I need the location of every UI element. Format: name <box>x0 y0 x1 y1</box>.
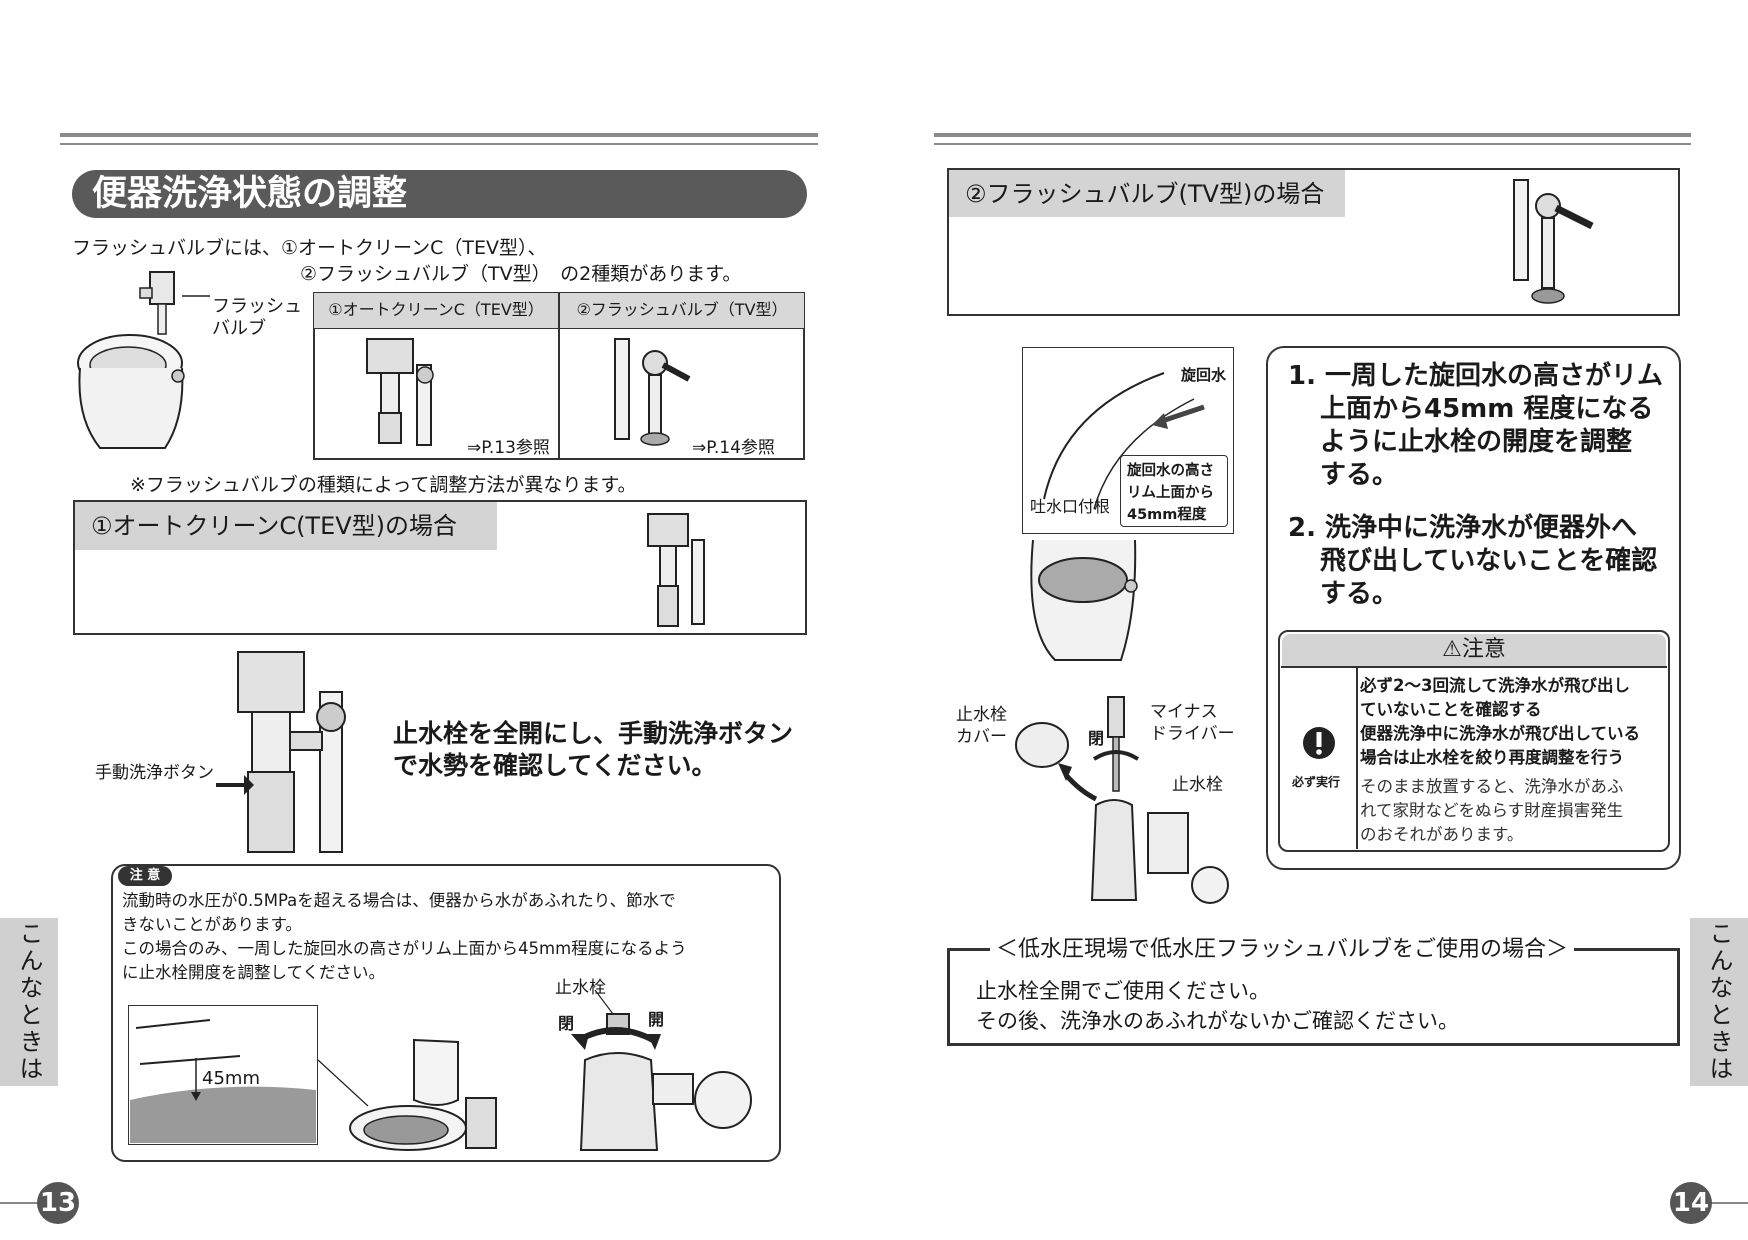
swirl-label: 旋回水 <box>1181 366 1227 384</box>
tev-valve-icon <box>366 338 434 446</box>
step-2-line-2: 飛び出していないことを確認 <box>1320 546 1658 576</box>
swirl-detail-illustration <box>1043 372 1205 510</box>
warning-plain-2: れて家財などをぬらす財産損害発生 <box>1360 801 1624 820</box>
caution-badge: 注 意 <box>118 866 172 886</box>
right-valve-label: 止水栓 <box>1172 775 1223 795</box>
tev-thumb-icon <box>647 513 705 627</box>
page-number-13: 13 <box>37 1182 79 1224</box>
must-do-icon <box>1303 727 1335 759</box>
rim-detail-box <box>128 1005 318 1145</box>
tv-section-box <box>947 168 1680 316</box>
warning-plain-3: のおそれがあります。 <box>1360 825 1524 844</box>
swirl-detail-box <box>1022 347 1234 534</box>
callout-line-3: 45mm程度 <box>1127 507 1207 523</box>
screwdriver-label-2: ドライバー <box>1150 724 1235 744</box>
flush-valve-label-2: バルブ <box>212 318 266 339</box>
valve-label: 止水栓 <box>555 978 606 998</box>
toilet-bowl-illustration <box>317 1038 497 1151</box>
table-header-tv: ②フラッシュバルブ（TV型） <box>560 293 804 329</box>
callout-line-2: リム上面から <box>1127 485 1214 501</box>
step-1-line-1: 1. 一周した旋回水の高さがリム <box>1288 361 1664 391</box>
instruction-line-1: 止水栓を全開にし、手動洗浄ボタン <box>393 719 794 748</box>
toilet-side-illustration <box>1030 539 1138 661</box>
rim-detail-illustration <box>130 1019 316 1143</box>
page-title: 便器洗浄状態の調整 <box>72 170 807 218</box>
must-do-label: 必ず実行 <box>1292 775 1341 789</box>
top-rule <box>60 133 818 137</box>
table-header-tev: ①オートクリーンC（TEV型） <box>314 293 558 329</box>
tev-section-box <box>73 500 807 635</box>
low-pressure-line-1: 止水栓全開でご使用ください。 <box>976 979 1270 1003</box>
tev-section-tag: ①オートクリーンC(TEV型)の場合 <box>75 502 497 550</box>
top-rule-thin <box>60 143 818 145</box>
right-close-label: 閉 <box>1088 729 1105 748</box>
page-number-rule-left <box>0 1202 40 1204</box>
step-2-line-3: する。 <box>1320 579 1399 609</box>
caution-line-3: この場合のみ、一周した旋回水の高さがリム上面から45mm程度になるよう <box>122 939 687 958</box>
manual-button-arrow-icon <box>216 775 254 795</box>
valve-cover-label-2: カバー <box>956 727 1007 747</box>
low-pressure-line-2: その後、洗浄水のあふれがないかご確認ください。 <box>976 1009 1459 1033</box>
tev-valve-illustration <box>237 651 346 853</box>
manual-button-label: 手動洗浄ボタン <box>95 763 214 783</box>
flush-valve-label-1: フラッシュ <box>212 296 302 317</box>
intro-line-1: フラッシュバルブには、①オートクリーンC（TEV型）、 <box>72 237 547 259</box>
step-1-line-2: 上面から45mm 程度になる <box>1320 394 1654 424</box>
tv-thumb-icon <box>1513 179 1594 304</box>
low-pressure-title: ＜低水圧現場で低水圧フラッシュバルブをご使用の場合＞ <box>990 936 1575 964</box>
caution-line-2: きないことがあります。 <box>122 915 302 934</box>
warning-title: ⚠注意 <box>1282 634 1666 666</box>
table-ref-p13: ⇒P.13参照 <box>467 438 550 458</box>
warning-divider <box>1356 666 1358 849</box>
page-number-14: 14 <box>1670 1182 1712 1224</box>
valve-cover-label-1: 止水栓 <box>956 705 1007 725</box>
table-divider <box>558 293 560 459</box>
step-1-line-4: する。 <box>1320 460 1399 490</box>
warning-plain-1: そのまま放置すると、洗浄水があふ <box>1360 777 1624 796</box>
instruction-line-2: で水勢を確認してください。 <box>393 751 717 780</box>
toilet-illustration <box>77 271 185 449</box>
stop-valve-illustration <box>571 989 752 1151</box>
warning-bold-1: 必ず2～3回流して洗浄水が飛び出し <box>1360 676 1630 695</box>
callout-box <box>1120 455 1228 527</box>
tv-section-tag: ②フラッシュバルブ(TV型)の場合 <box>949 170 1345 217</box>
outlet-label: 吐水口付根 <box>1030 497 1111 516</box>
side-tab-left[interactable]: こんなときは <box>0 918 58 1086</box>
intro-line-2: ②フラッシュバルブ（TV型） の2種類があります。 <box>300 263 742 285</box>
steps-box <box>1266 346 1681 870</box>
warning-bold-3: 便器洗浄中に洗浄水が飛び出している <box>1360 724 1641 743</box>
warning-title-rule <box>1281 666 1667 668</box>
close-label: 閉 <box>558 1014 575 1033</box>
flush-label-leader <box>182 295 210 297</box>
screwdriver-label-1: マイナス <box>1150 702 1218 722</box>
warning-box <box>1278 630 1670 852</box>
valve-adjust-illustration <box>1015 696 1229 904</box>
warning-bold-4: 場合は止水栓を絞り再度調整を行う <box>1360 748 1624 767</box>
top-rule-thin-right <box>934 143 1691 145</box>
tv-valve-icon <box>614 338 691 446</box>
top-rule-right <box>934 133 1691 137</box>
dim-45mm-label: 45mm <box>202 1068 260 1089</box>
callout-line-1: 旋回水の高さ <box>1127 463 1214 479</box>
open-label: 開 <box>648 1010 665 1029</box>
table-ref-p14: ⇒P.14参照 <box>692 438 775 458</box>
page-number-rule-right <box>1708 1202 1748 1204</box>
caution-line-4: に止水栓開度を調整してください。 <box>122 963 386 982</box>
side-tab-right[interactable]: こんなときは <box>1690 918 1748 1086</box>
footnote: ※フラッシュバルブの種類によって調整方法が異なります。 <box>130 474 637 496</box>
warning-bold-2: ていないことを確認する <box>1360 700 1542 719</box>
step-2-line-1: 2. 洗浄中に洗浄水が便器外へ <box>1288 513 1638 543</box>
caution-line-1: 流動時の水圧が0.5MPaを超える場合は、便器から水があふれたり、節水で <box>122 891 676 910</box>
caution-box <box>111 864 781 1162</box>
step-1-line-3: ように止水栓の開度を調整 <box>1320 427 1633 457</box>
